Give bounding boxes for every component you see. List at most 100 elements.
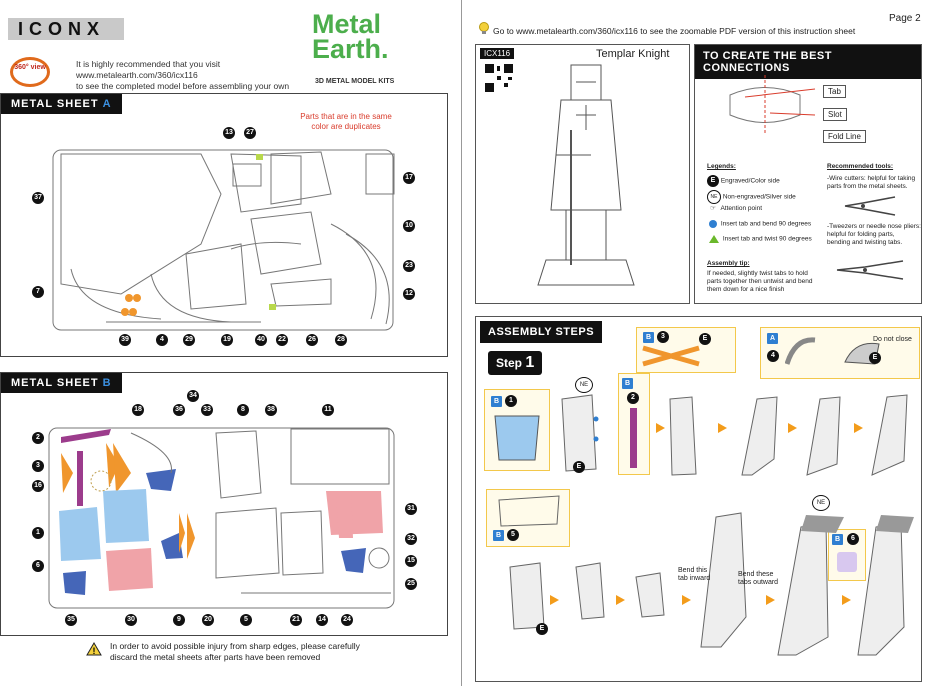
part-number: 18 (132, 404, 144, 416)
engraved-marker: E (699, 333, 711, 345)
part-1-shape (494, 415, 540, 461)
note-line: Bend this (678, 567, 708, 574)
callout-part-number: 6 (847, 533, 859, 545)
part-number: 12 (403, 288, 415, 300)
part-5-shape (498, 495, 560, 527)
part-number: 30 (125, 614, 137, 626)
sheet-tag: B (622, 378, 633, 389)
model-preview-panel: ICX116 Templar Knight (475, 44, 690, 304)
view-360-icon: 360° view (10, 57, 50, 87)
sheet-tag: B (643, 332, 654, 343)
part-number: 21 (290, 614, 302, 626)
tool-line: helpful for folding parts, (827, 231, 895, 238)
recommend-text: It is highly recommended that you visit … (76, 59, 289, 92)
recommend-line: to see the completed model before assemb… (76, 81, 290, 91)
part-number: 33 (201, 404, 213, 416)
callout-part-number: 3 (657, 331, 669, 343)
sheet-b-drawing (48, 427, 395, 609)
part-number: 22 (276, 334, 288, 346)
tool-line: bending and twisting tabs. (827, 239, 903, 246)
part-number: 10 (403, 220, 415, 232)
note-line: tabs outward (738, 579, 779, 586)
step-word: Step (496, 356, 523, 370)
part-number: 25 (405, 578, 417, 590)
brand-tag: ICONX (8, 18, 124, 40)
tool-line: -Wire cutters: helpful for taking (827, 175, 916, 182)
part-number: 20 (202, 614, 214, 626)
model-name: Templar Knight (596, 48, 670, 60)
part-number: 28 (335, 334, 347, 346)
step-arrow-icon (854, 423, 863, 433)
engraved-icon: E (707, 175, 719, 187)
brand-line: Earth. (312, 34, 389, 64)
callout-part-number: 2 (627, 392, 639, 404)
sheet-tag: B (491, 396, 502, 407)
part-number: 34 (187, 390, 199, 402)
part-number: 11 (322, 404, 334, 416)
recommend-url[interactable]: www.metalearth.com/360/icx116 (76, 70, 198, 80)
part-number: 31 (405, 503, 417, 515)
connections-panel: TO CREATE THE BEST CONNECTIONS Tab Slot … (694, 44, 922, 304)
warning-line: In order to avoid possible injury from s… (110, 641, 360, 651)
step-arrow-icon (682, 595, 691, 605)
connections-title: TO CREATE THE BEST CONNECTIONS (695, 45, 921, 79)
lightbulb-icon (479, 22, 489, 34)
part-number: 19 (221, 334, 233, 346)
warning-icon: ! (86, 642, 102, 656)
part-number: 15 (405, 555, 417, 567)
non-engraved-icon: NE (707, 190, 721, 204)
part-number: 2 (32, 432, 44, 444)
duplicates-note: Parts that are in the same color are dup… (300, 112, 392, 131)
part-number: 13 (223, 127, 235, 139)
engraved-marker: E (573, 461, 585, 473)
sheet-tag: A (767, 333, 778, 344)
note-line: Bend these (738, 571, 774, 578)
part-number: 39 (119, 334, 131, 346)
warning-line: discard the metal sheets after parts hav… (110, 652, 321, 662)
step-number: 1 (525, 354, 535, 371)
assembly-tip-title: Assembly tip: (707, 260, 750, 267)
part-number: 32 (405, 533, 417, 545)
bend-outward-note: Bend these tabs outward (738, 571, 778, 587)
part-3-shape (642, 345, 700, 367)
sheet-a-title: METAL SHEET A (1, 94, 122, 114)
callout-a4: A 4 Do not close E (760, 327, 920, 379)
part-number: 26 (306, 334, 318, 346)
warning-text: In order to avoid possible injury from s… (110, 641, 360, 663)
blue-dot-icon (709, 220, 717, 228)
non-engraved-marker: NE (812, 495, 830, 511)
legend-text: Insert tab and bend 90 degrees (720, 220, 812, 228)
page-divider (461, 0, 462, 686)
tip-line: If needed, slightly twist tabs to hold (707, 270, 808, 277)
part-number: 8 (237, 404, 249, 416)
svg-text:!: ! (93, 646, 96, 656)
bend-inward-note: Bend this tab inward (678, 567, 710, 583)
step-badge: Step 1 (488, 351, 543, 375)
part-number: 14 (316, 614, 328, 626)
part-number: 40 (255, 334, 267, 346)
callout-b1: B 1 (484, 389, 550, 471)
part-6-shape (837, 552, 857, 572)
non-engraved-marker: NE (575, 377, 593, 393)
label-slot: Slot (823, 108, 847, 121)
part-number: 23 (403, 260, 415, 272)
legend-text: Non-engraved/Silver side (722, 193, 796, 201)
sheet-letter: B (102, 377, 112, 389)
sheet-a-drawing (52, 149, 395, 331)
part-number: 7 (32, 286, 44, 298)
callout-part-number: 1 (505, 395, 517, 407)
callout-part-number: 4 (767, 350, 779, 362)
tool-line: parts from the metal sheets. (827, 183, 908, 190)
sheet-b-title: METAL SHEET B (1, 373, 122, 393)
knight-illustration (537, 64, 635, 286)
recommend-line: It is highly recommended that you visit (76, 59, 221, 69)
pdf-link-text[interactable]: Go to www.metalearth.com/360/icx116 to s… (493, 26, 856, 36)
qr-code-icon[interactable] (484, 63, 514, 93)
assembly-tip: If needed, slightly twist tabs to hold p… (707, 270, 813, 294)
part-number: 36 (173, 404, 185, 416)
part-number: 17 (403, 172, 415, 184)
do-not-close-note: Do not close (873, 336, 912, 343)
callout-part-number: 5 (507, 529, 519, 541)
part-number: 16 (32, 480, 44, 492)
legend-list: E Engraved/Color side NE Non-engraved/Si… (707, 175, 812, 250)
